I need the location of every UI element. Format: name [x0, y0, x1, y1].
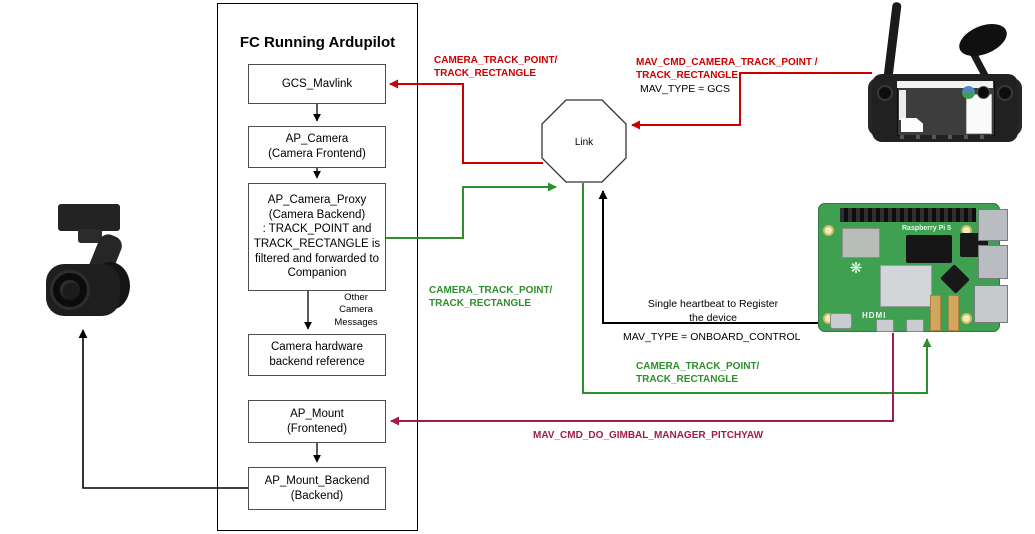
- rc-controller-image: [868, 1, 1022, 148]
- gimbal-camera-image: [38, 202, 130, 326]
- micro-hdmi-port: [876, 319, 894, 332]
- usb-port-stack: [978, 245, 1008, 279]
- mount-hole: [823, 225, 834, 236]
- antenna-right-disc: [954, 17, 1012, 63]
- box-ap-camera: AP_Camera (Camera Frontend): [248, 126, 386, 168]
- controller-buttons-row: [900, 135, 992, 139]
- soc-chip: [880, 265, 932, 307]
- attitude-indicator-icon: [962, 86, 975, 99]
- raspberry-logo-icon: ❋: [849, 260, 863, 277]
- label-heartbeat: Single heartbeat to Register the device: [647, 298, 779, 324]
- gimbal-neck: [78, 229, 102, 243]
- gpio-header: [840, 208, 976, 222]
- label-gimbal-pitchyaw: MAV_CMD_DO_GIMBAL_MANAGER_PITCHYAW: [533, 430, 764, 441]
- fc-ardupilot-container: FC Running Ardupilot: [217, 3, 418, 531]
- label-mav-type-gcs: MAV_TYPE = GCS: [640, 83, 730, 95]
- ethernet-port: [974, 285, 1008, 323]
- thumbstick-left: [877, 85, 893, 101]
- box-ap-camera-proxy: AP_Camera_Proxy (Camera Backend) : TRACK…: [248, 183, 386, 291]
- micro-hdmi-port: [906, 319, 924, 332]
- box-ap-mount: AP_Mount (Frontened): [248, 400, 386, 443]
- label-other-camera-messages: Other Camera Messages: [334, 292, 378, 328]
- usb-port-stack: [978, 209, 1008, 241]
- label-camera-track-green-bottom: CAMERA_TRACK_POINT/ TRACK_RECTANGLE: [636, 361, 760, 385]
- thumbstick-right: [997, 85, 1013, 101]
- gimbal-lens: [60, 280, 80, 300]
- label-camera-track-red: CAMERA_TRACK_POINT/ TRACK_RECTANGLE: [434, 55, 558, 79]
- controller-screen-sidebar: [899, 90, 906, 120]
- wifi-module: [842, 228, 880, 258]
- link-octagon-label: Link: [575, 137, 594, 148]
- box-gcs-mavlink: GCS_Mavlink: [248, 64, 386, 104]
- label-mav-type-onboard: MAV_TYPE = ONBOARD_CONTROL: [623, 331, 801, 343]
- box-ap-mount-backend: AP_Mount_Backend (Backend): [248, 467, 386, 510]
- ram-chip: [906, 235, 952, 263]
- camera-connector: [930, 295, 941, 331]
- compass-indicator-icon: [977, 86, 990, 99]
- mount-hole: [961, 313, 972, 324]
- link-octagon: [541, 99, 627, 183]
- controller-screen-toolbar: [897, 81, 993, 88]
- pi-brand-text: Raspberry Pi 5: [902, 225, 952, 232]
- usb-c-port: [830, 313, 852, 329]
- controller-screen-map: [901, 118, 923, 132]
- antenna-left: [883, 1, 902, 81]
- label-mav-cmd-camera-track: MAV_CMD_CAMERA_TRACK_POINT / TRACK_RECTA…: [636, 57, 818, 81]
- gimbal-mount-plate: [58, 204, 120, 231]
- label-camera-track-green-left: CAMERA_TRACK_POINT/ TRACK_RECTANGLE: [429, 285, 553, 309]
- box-camera-hw-backend: Camera hardware backend reference: [248, 334, 386, 376]
- controller-screen-panel: [966, 94, 992, 134]
- fc-container-title: FC Running Ardupilot: [239, 34, 396, 51]
- camera-connector: [948, 295, 959, 331]
- raspberry-pi-image: ❋ Raspberry Pi 5 HDMI: [818, 203, 1008, 332]
- chip-small: [940, 264, 970, 294]
